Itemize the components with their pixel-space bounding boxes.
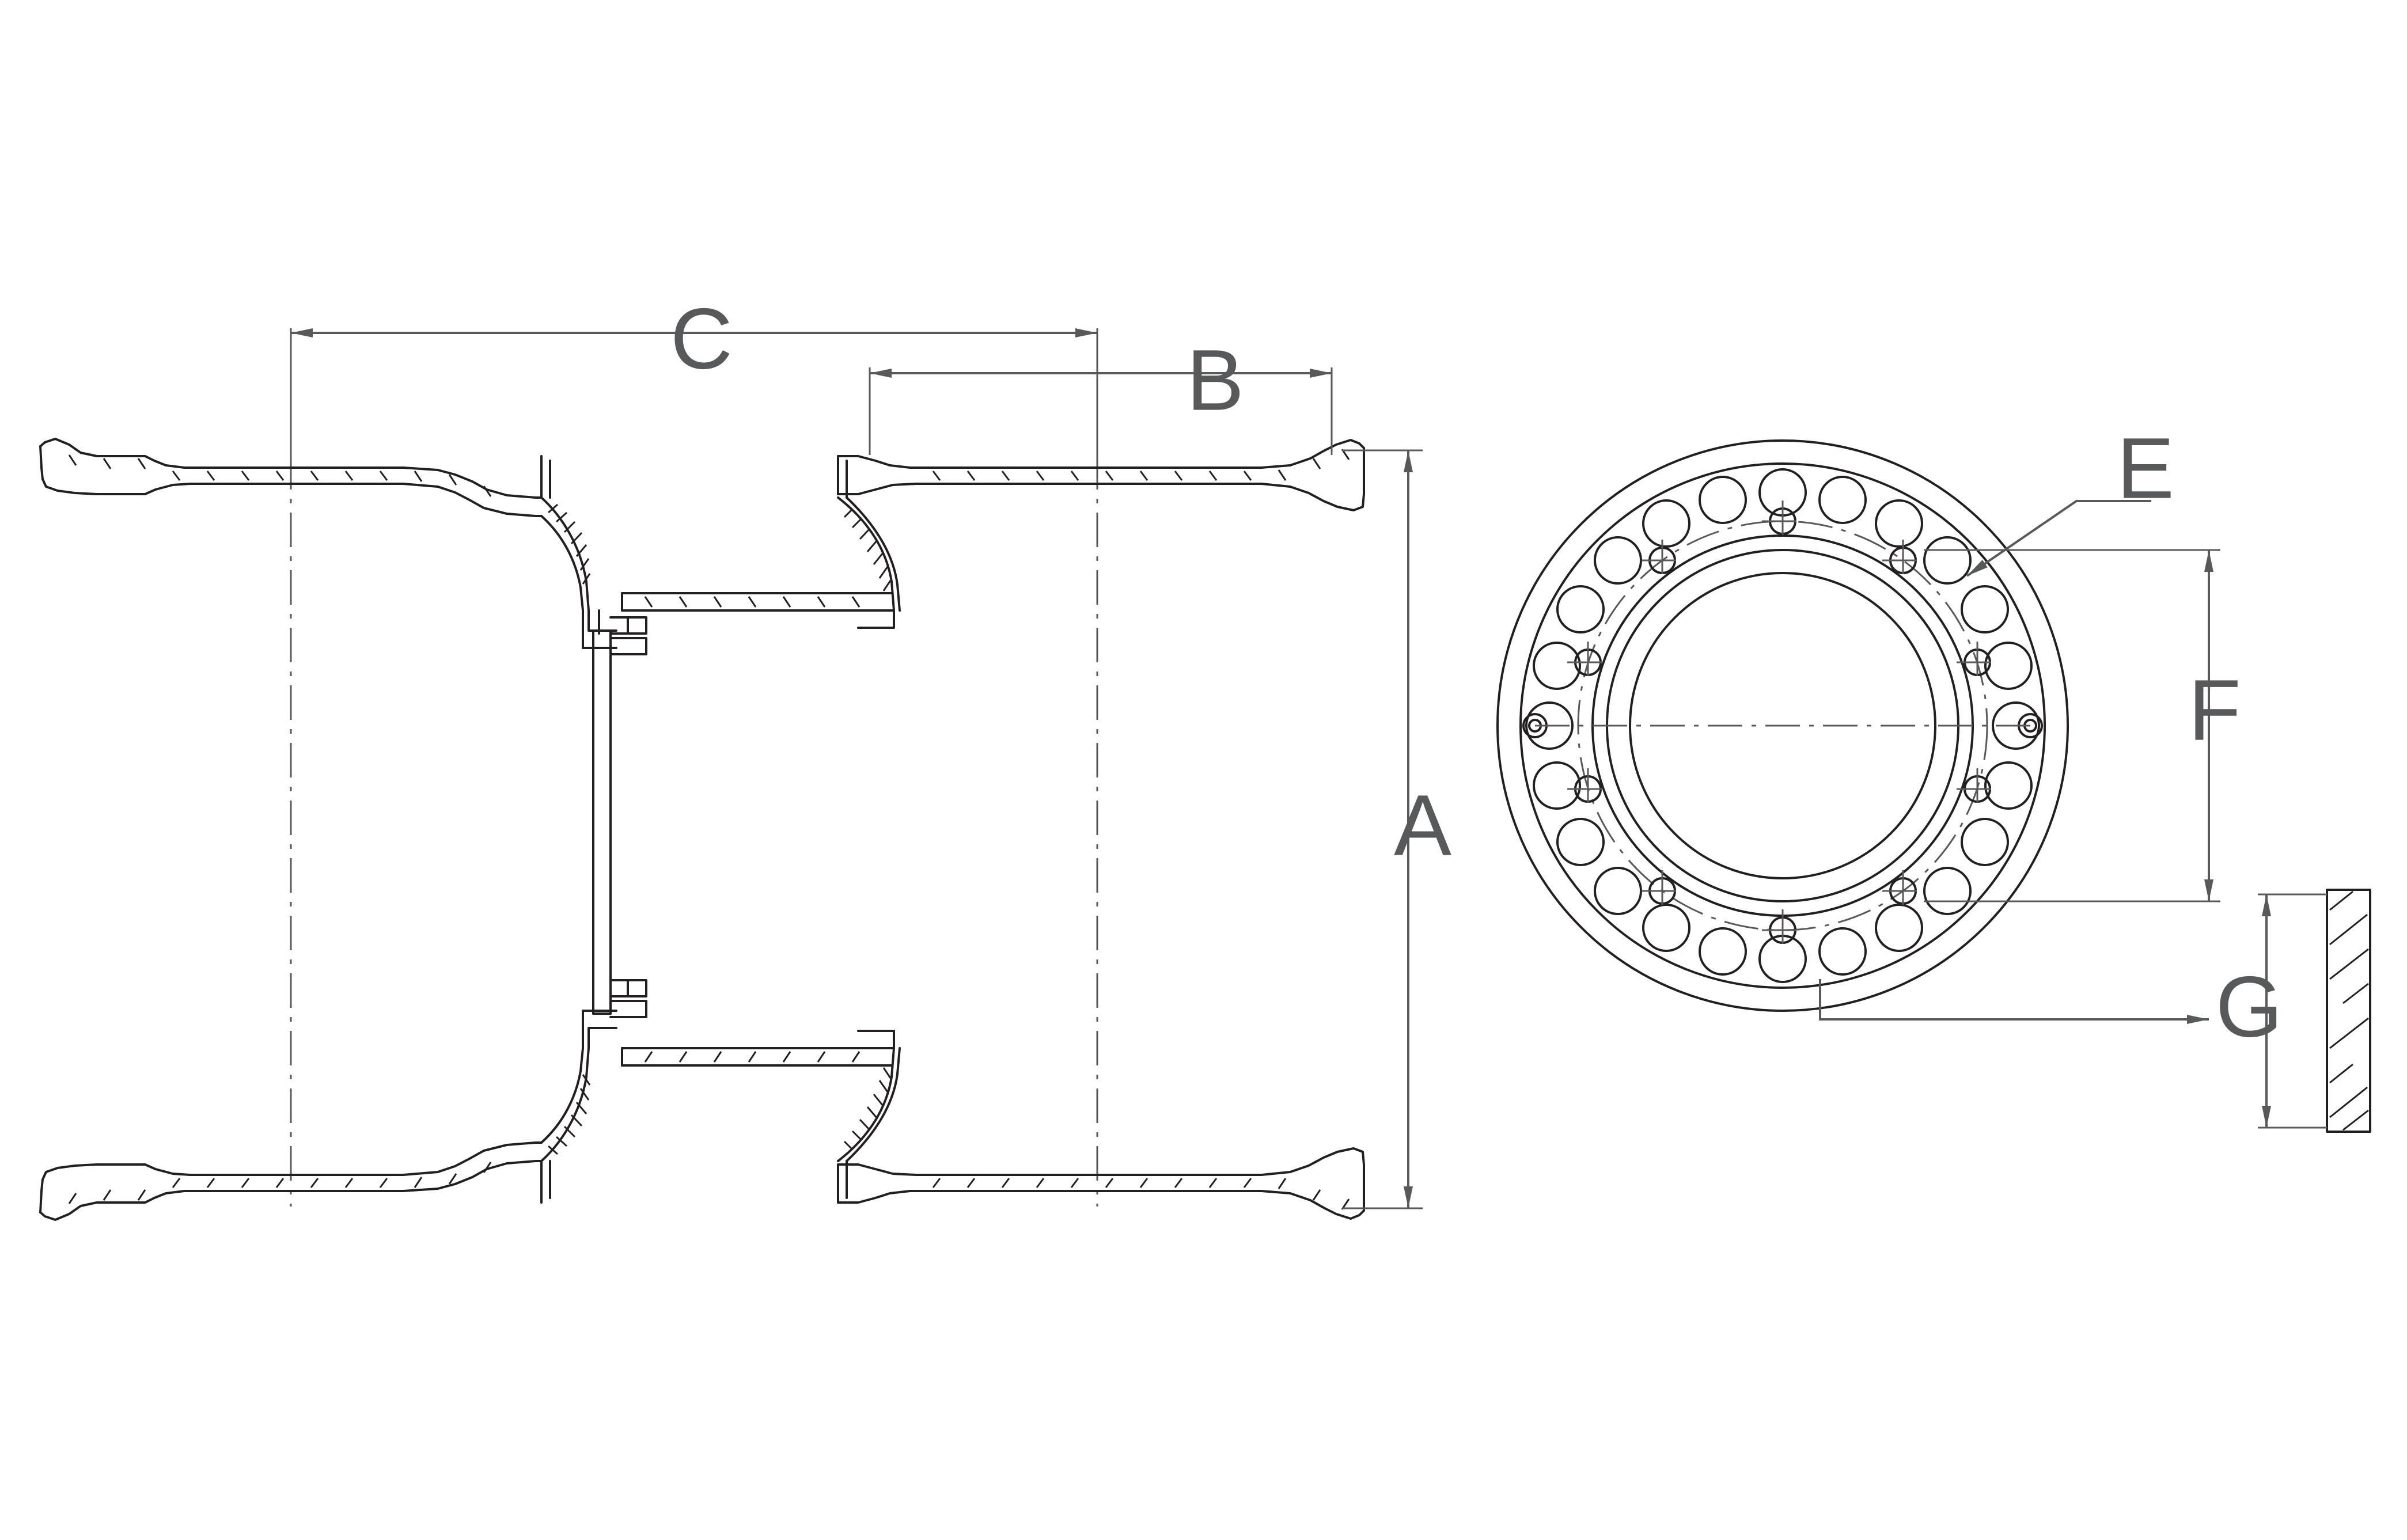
bolt-hole-ring (1567, 500, 1998, 951)
dimension-label-a: A (1394, 777, 1451, 874)
dimension-e: E (1966, 420, 2174, 577)
dimension-a: A (1342, 449, 1451, 1209)
dimension-label-f: F (2188, 662, 2241, 758)
wheel-disc-section (592, 609, 647, 1018)
section-centerlines (290, 455, 1098, 1207)
rim-profile-upper-right (621, 439, 1365, 629)
dimension-label-c: C (670, 290, 733, 387)
dimension-b: B (869, 332, 1333, 455)
dimension-label-e: E (2117, 420, 2174, 517)
hand-hole-ring (1525, 468, 2040, 983)
dimension-g: G (2216, 893, 2327, 1129)
section-hatching (68, 449, 1350, 1210)
thickness-leader (1819, 979, 2209, 1024)
thickness-hatching (2329, 890, 2369, 1131)
thickness-detail-view: G (1819, 889, 2371, 1133)
disc-outer-inner-circle (1519, 462, 2046, 989)
dimension-f: F (1924, 549, 2241, 902)
cross-section-view: C B A (39, 290, 1451, 1221)
rim-profile-lower-right (621, 1030, 1365, 1220)
dimension-c: C (290, 290, 1098, 455)
rim-profile-lower-left (39, 1010, 617, 1221)
disc-center-bore (1629, 572, 1936, 879)
dimension-label-b: B (1187, 332, 1244, 428)
rim-profile-upper-left (39, 438, 617, 649)
dimension-label-g: G (2216, 958, 2283, 1055)
disc-outer-circle (1496, 439, 2069, 1012)
front-face-view (1496, 439, 2069, 1012)
